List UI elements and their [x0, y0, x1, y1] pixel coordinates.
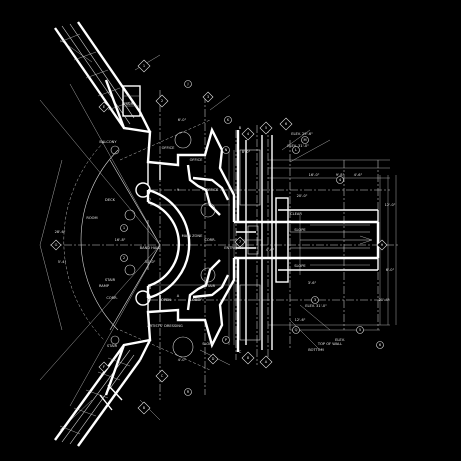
tag-label: L: [295, 148, 297, 152]
room-label: STAIR: [123, 102, 134, 106]
room-label: OFFICE: [206, 188, 220, 192]
tag-label: 8: [149, 286, 152, 290]
outer-arc-lines: [39, 83, 161, 407]
tag-label: B: [239, 126, 242, 130]
note-label: 4'-6": [354, 173, 363, 177]
note-label: SLOPE: [294, 264, 306, 268]
tag-label: 4: [247, 132, 250, 136]
entrance-cross: [230, 225, 262, 255]
tag-label: M: [303, 138, 306, 142]
tag-label: 2: [161, 99, 163, 103]
note-label: 4'-0": [178, 358, 187, 362]
room-label: BAND HALL: [140, 246, 161, 250]
tag-label: 8: [247, 356, 250, 360]
right-wing: [234, 197, 380, 283]
note-label: ELEV. 31'-0": [305, 304, 327, 308]
annotation-labels: ROOM BAND HALL MAIN ZONE ENTRANCE OFFICE OFFI…: [55, 64, 396, 410]
dimension-lines: [150, 150, 397, 345]
tag-label: N: [225, 148, 228, 152]
note-label: 12'-0": [385, 203, 396, 207]
note-label: 9'-8": [336, 173, 345, 177]
tag-label: D: [212, 357, 215, 361]
note-label: BOTTOM: [308, 348, 324, 352]
note-label: SLOPE: [202, 342, 214, 346]
upper-wall-outline: [104, 79, 236, 222]
room-label: CORR.: [106, 296, 117, 300]
room-label: ROOM: [86, 216, 97, 220]
tag-label: 6: [285, 122, 288, 126]
grid-lines: [50, 90, 400, 400]
note-label: SLOPE: [294, 228, 306, 232]
circle-tags: [120, 80, 384, 396]
column-circles: [110, 131, 216, 358]
tag-label: E: [103, 105, 106, 109]
tag-label: 7: [239, 240, 241, 244]
room-label: STAIR: [205, 284, 216, 288]
tag-label: K: [227, 118, 230, 122]
tag-label: R: [187, 390, 190, 394]
tag-label: P: [225, 338, 228, 342]
lower-corridor: [54, 344, 141, 447]
tag-label: C: [239, 350, 242, 354]
tag-label: 3: [314, 298, 316, 302]
tag-label: C: [161, 374, 164, 378]
tag-label: F: [103, 365, 105, 369]
lower-wall-outline: [104, 258, 236, 396]
note-label: ELEV. 31'-0": [287, 144, 309, 148]
note-label: TOP OF WALL: [317, 342, 342, 346]
tag-label: A: [265, 360, 268, 364]
note-label: 16'-8": [115, 238, 126, 242]
note-label: ELEV. 29'-6": [291, 132, 313, 136]
note-label: CLEAR: [290, 212, 302, 216]
room-label: OPEN: [161, 298, 171, 302]
room-label: STAIR: [107, 344, 118, 348]
note-label: 8'-0": [242, 150, 251, 154]
tag-label: H: [381, 243, 384, 247]
room-label: OFFICE: [162, 146, 176, 150]
room-label: LOBBY: [190, 298, 202, 302]
note-label: 6'-0": [386, 268, 395, 272]
note-label: 21'-4": [379, 298, 390, 302]
tag-label: 5: [359, 328, 361, 332]
tag-label: G: [55, 243, 58, 247]
note-label: 16'-0": [309, 173, 320, 177]
upper-corridor: [54, 21, 141, 129]
note-label: 12'-6": [295, 318, 306, 322]
note-label: ELEV.: [335, 338, 345, 342]
room-label: BALCONY: [99, 140, 117, 144]
room-label: STAIR: [105, 278, 116, 282]
room-label: CORR.: [204, 238, 215, 242]
tag-label: B: [143, 406, 146, 410]
tag-label: Q: [295, 328, 298, 332]
room-label: DECK: [105, 198, 116, 202]
note-label: 28'-6": [55, 230, 66, 234]
tag-label: 1: [123, 226, 125, 230]
tag-label: 9: [177, 188, 180, 192]
tag-label: 7: [149, 198, 151, 202]
tag-label: A: [177, 294, 180, 298]
room-label: RAMP: [99, 284, 110, 288]
note-label: 5'-4": [58, 260, 67, 264]
room-label: MAIN ZONE: [182, 234, 203, 238]
room-label: ENTRANCE: [224, 246, 244, 250]
tag-label: 3: [207, 95, 209, 99]
note-label: 4'-6": [266, 248, 275, 252]
room-label: OFFICE: [190, 158, 204, 162]
band-hall-arc: [146, 188, 191, 300]
tag-label: 4: [339, 178, 342, 182]
tag-label: 6: [379, 343, 382, 347]
note-label: 20'-0": [297, 194, 308, 198]
tag-label: 2: [123, 256, 125, 260]
spine-walls: [236, 130, 273, 352]
section-tags: [50, 59, 388, 415]
note-label: 3'-6": [308, 281, 317, 285]
tag-label: J: [186, 82, 188, 86]
note-label: 6'-0": [178, 118, 187, 122]
tag-label: 5: [265, 126, 267, 130]
room-label: ARTISTS' DRESSING: [147, 324, 183, 328]
note-label: 31'-0": [145, 260, 156, 264]
tag-label: 1: [143, 64, 145, 68]
